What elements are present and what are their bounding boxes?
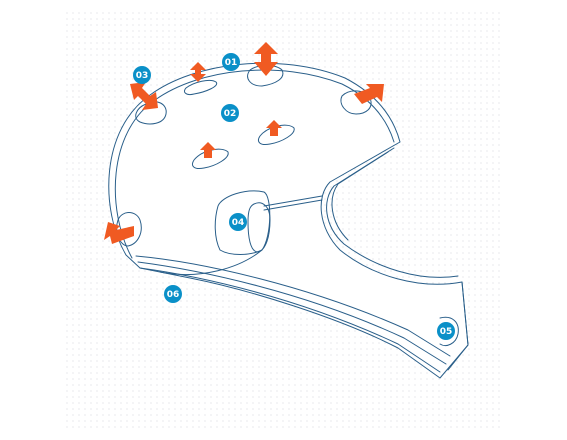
callout-label: 04 (232, 218, 245, 228)
callout-label: 03 (136, 71, 149, 81)
callout-04: 04 (229, 213, 247, 231)
callout-label: 02 (224, 109, 237, 119)
callout-06: 06 (164, 285, 182, 303)
callout-01: 01 (222, 53, 240, 71)
callout-03: 03 (133, 66, 151, 84)
callout-label: 06 (167, 290, 180, 300)
callout-label: 01 (225, 58, 238, 68)
callout-05: 05 (437, 322, 455, 340)
callout-label: 05 (440, 327, 453, 337)
callout-02: 02 (221, 104, 239, 122)
